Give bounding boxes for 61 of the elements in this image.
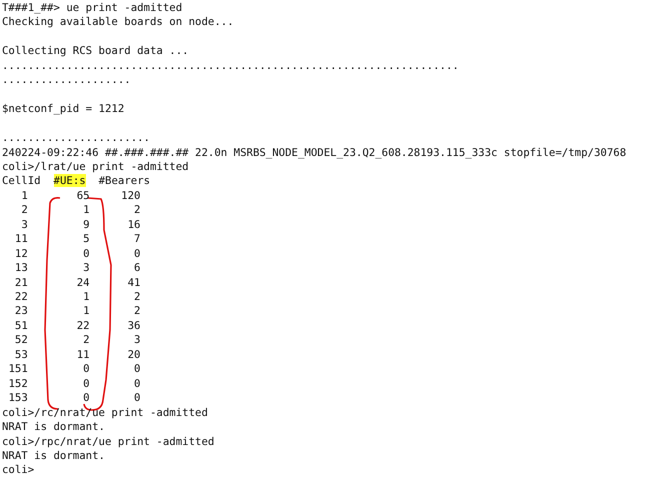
table-cell: 0 (83, 376, 90, 390)
table-cell: 2 (134, 304, 140, 318)
output-line: Collecting RCS board data ... (2, 44, 189, 58)
table-cell: 41 (128, 276, 140, 289)
table-cell: 7 (134, 232, 140, 246)
table-cell: 0 (83, 391, 90, 404)
output-line: Checking available boards on node... (2, 15, 234, 28)
table-cell: 0 (134, 391, 140, 404)
output-line: 240224-09:22:46 ##.###.###.## 22.0n MSRBS_NODE_MODEL_23.Q2_608.28193.115_333c stopfile=/tmp/30768 (2, 146, 626, 158)
table-cell: 5 (83, 232, 90, 246)
table-cell: 12 (14, 246, 28, 260)
table-cell: 1 (21, 188, 28, 202)
command-line: T###1_##> ue print -admitted (2, 1, 182, 14)
table-cell: 2 (83, 333, 90, 346)
table-cell: 3 (134, 333, 140, 346)
table-cell: 11 (14, 232, 28, 246)
table-cell: 0 (134, 376, 140, 390)
table-cell: 53 (14, 348, 28, 361)
column-header: #Bearers (98, 174, 150, 188)
table-cell: 23 (14, 304, 28, 318)
progress-dots: ....................................................................... (2, 58, 459, 72)
table-cell: 0 (83, 362, 90, 376)
table-cell: 6 (134, 261, 140, 274)
table-cell: 153 (8, 391, 28, 404)
table-cell: 13 (14, 261, 28, 274)
command-line: coli>/rpc/nrat/ue print -admitted (2, 434, 214, 448)
table-cell: 2 (21, 203, 28, 216)
table-cell: 2 (134, 203, 140, 216)
output-line: NRAT is dormant. (2, 448, 105, 462)
column-header: CellId (2, 174, 41, 188)
table-cell: 1 (83, 290, 90, 303)
table-cell: 2 (134, 290, 140, 303)
output-line: $netconf_pid = 1212 (2, 102, 124, 116)
progress-dots: ....................... (2, 131, 150, 144)
table-cell: 0 (134, 362, 140, 376)
table-cell: 11 (76, 348, 90, 361)
progress-dots: .................... (2, 73, 131, 86)
command-line: coli>/lrat/ue print -admitted (2, 160, 189, 173)
table-cell: 3 (21, 218, 28, 231)
table-cell: 51 (14, 318, 28, 332)
table-cell: 24 (76, 276, 90, 289)
table-cell: 21 (14, 276, 28, 289)
table-cell: 1 (83, 203, 90, 216)
table-cell: 52 (14, 333, 28, 346)
table-cell: 151 (8, 362, 28, 376)
table-cell: 0 (83, 246, 90, 260)
table-cell: 65 (76, 188, 90, 202)
output-line: NRAT is dormant. (2, 420, 105, 434)
table-cell: 9 (83, 218, 90, 231)
command-line: coli>/rc/nrat/ue print -admitted (2, 406, 208, 419)
table-cell: 22 (14, 290, 28, 303)
table-cell: 22 (76, 318, 90, 332)
table-cell: 152 (8, 376, 28, 390)
command-prompt: coli> (2, 463, 34, 476)
table-cell: 0 (134, 246, 140, 260)
table-cell: 3 (83, 261, 90, 274)
table-cell: 20 (128, 348, 140, 361)
table-cell: 1 (83, 304, 90, 318)
table-cell: 16 (128, 218, 140, 231)
table-cell: 36 (128, 318, 140, 332)
table-cell: 120 (121, 188, 140, 202)
